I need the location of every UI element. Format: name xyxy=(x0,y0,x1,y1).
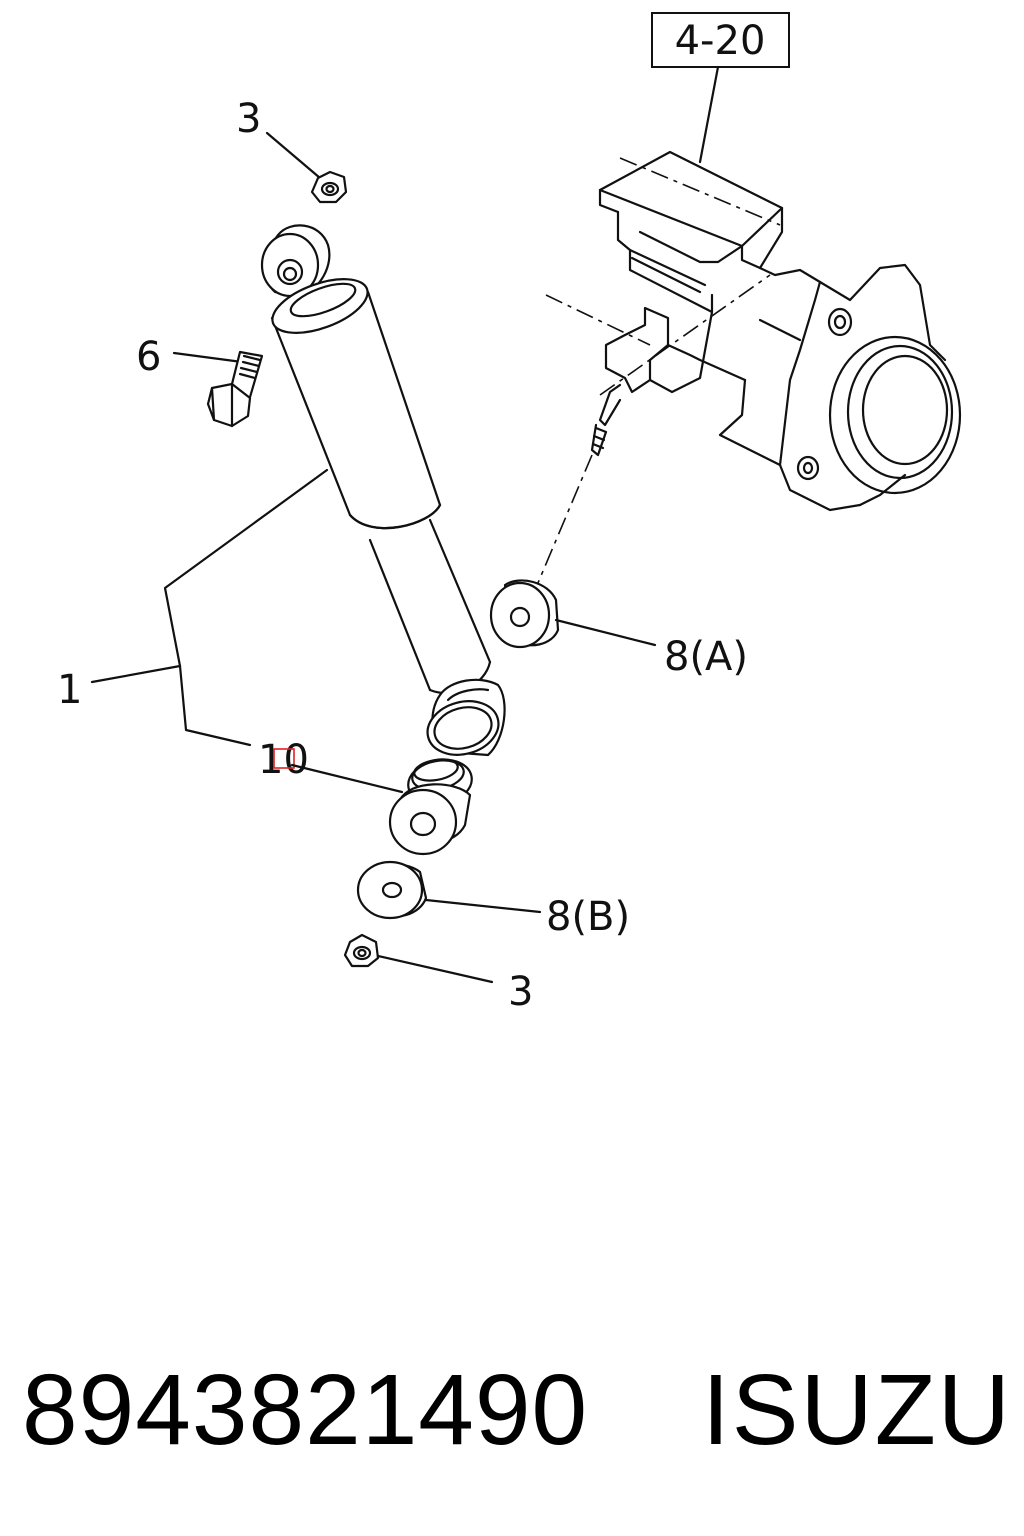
callout-bracket-1: 1 xyxy=(57,468,329,747)
bushing: 10 xyxy=(258,737,473,856)
callout-shock-absorber: 1 xyxy=(57,667,82,713)
nut-bottom: 3 xyxy=(343,933,533,1015)
reference-box: 4-20 xyxy=(651,12,790,164)
brand-name: ISUZU xyxy=(702,1354,1012,1466)
washer-b: 8(B) xyxy=(356,860,630,940)
callout-washer-a: 8(A) xyxy=(664,634,748,680)
callout-nut-bottom: 3 xyxy=(508,969,533,1015)
shock-absorber xyxy=(260,224,506,757)
callout-washer-b: 8(B) xyxy=(546,894,630,940)
reference-box-label: 4-20 xyxy=(675,18,766,64)
callout-bolt: 6 xyxy=(136,334,161,380)
stud-centerline xyxy=(534,454,593,591)
callout-bushing: 10 xyxy=(258,737,309,783)
washer-a: 8(A) xyxy=(489,579,748,680)
part-number: 8943821490 xyxy=(22,1354,589,1466)
callout-nut-top: 3 xyxy=(236,96,261,142)
nut-top: 3 xyxy=(236,96,348,204)
bolt: 6 xyxy=(136,334,264,428)
footer-caption: 8943821490 ISUZU xyxy=(0,1340,1024,1480)
axle-bracket-assembly xyxy=(545,150,962,512)
